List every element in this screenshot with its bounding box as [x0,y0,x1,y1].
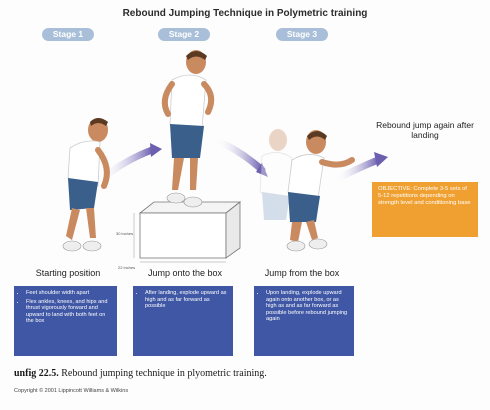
box-height-label: 30 inches [116,231,134,236]
stage-3-pill: Stage 3 [276,28,328,41]
instruction-3-bullet-1: Upon landing, explode upward again onto … [266,290,349,323]
diagram-title: Rebound Jumping Technique in Polymetric … [122,8,368,19]
figure-caption: unfig 22.5. Rebound jumping technique in… [14,368,267,379]
athlete-figure-1 [62,118,110,252]
stage-2-pill: Stage 2 [158,28,210,41]
jump-from-box-label: Jump from the box [264,268,340,278]
instruction-box-3: Upon landing, explode upward again onto … [254,286,354,356]
instruction-box-1: Feet shoulder width apart Flex ankles, k… [14,286,117,356]
athlete-figure-3 [259,129,355,252]
jump-onto-box-label: Jump onto the box [147,268,223,278]
box-depth-label: 22 inches [118,265,136,270]
caption-text: Rebound jumping technique in plyometric … [61,368,267,379]
instruction-box-2: After landing, explode upward as high an… [133,286,233,356]
objective-box: OBJECTIVE: Complete 3-5 sets of 5-12 rep… [372,182,478,237]
arrow-2 [211,136,266,174]
instruction-1-bullet-1: Feet shoulder width apart [26,290,112,297]
stage-1-pill: Stage 1 [42,28,94,41]
instruction-1-bullet-2: Flex ankles, knees, and hips and thrust … [26,299,112,325]
instruction-2-bullet-1: After landing, explode upward as high an… [145,290,228,310]
arrow-3 [331,156,382,184]
copyright-notice: Copyright © 2001 Lippincott Williams & W… [14,388,129,394]
caption-number: unfig 22.5. [14,368,59,379]
starting-position-label: Starting position [35,268,101,278]
rebound-label: Rebound jump again after landing [376,120,474,140]
plyometric-box [133,201,242,263]
athlete-figure-2 [161,50,215,208]
